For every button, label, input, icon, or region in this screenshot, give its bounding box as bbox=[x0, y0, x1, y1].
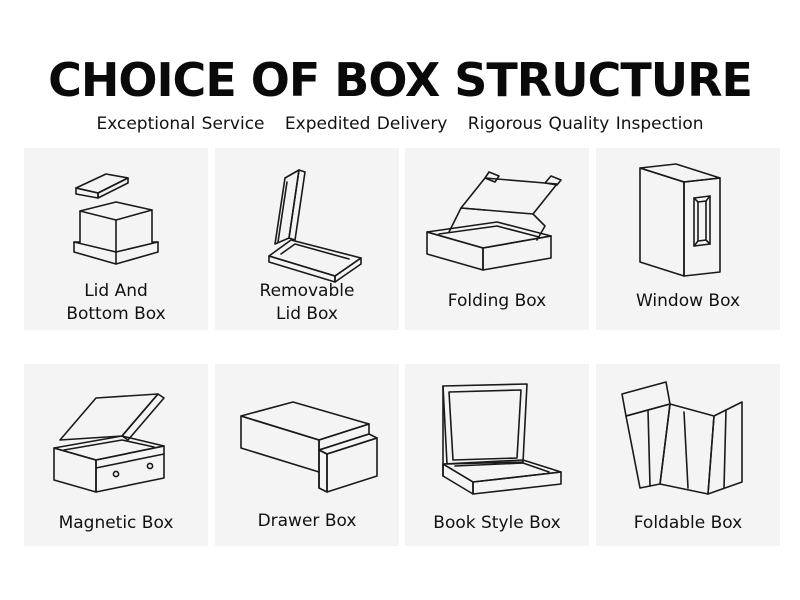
foldable-box-icon bbox=[621, 381, 743, 495]
magnetic-box-icon bbox=[53, 393, 165, 493]
drawer-box-icon bbox=[240, 401, 378, 493]
box-label-5: Magnetic Box bbox=[58, 513, 174, 533]
box-card-window: Window Box bbox=[596, 148, 780, 330]
box-card-drawer: Drawer Box bbox=[215, 364, 399, 546]
box-card-lid-and-bottom: Lid And Bottom Box bbox=[24, 148, 208, 330]
window-box-icon bbox=[639, 163, 721, 277]
page-title: CHOICE OF BOX STRUCTURE bbox=[48, 53, 753, 107]
box-label-2b: Lid Box bbox=[276, 304, 338, 324]
tagline-quality: Rigorous Quality Inspection bbox=[467, 114, 704, 134]
folding-box-icon bbox=[426, 171, 562, 271]
box-card-folding: Folding Box bbox=[405, 148, 589, 330]
box-card-book-style: Book Style Box bbox=[405, 364, 589, 546]
box-label-2a: Removable bbox=[259, 281, 355, 301]
taglines: Exceptional Service Expedited Delivery R… bbox=[0, 112, 800, 136]
box-label-8: Foldable Box bbox=[633, 513, 743, 533]
box-label-4: Window Box bbox=[635, 291, 741, 311]
lid-and-bottom-box-icon bbox=[73, 173, 159, 265]
box-card-removable-lid: Removable Lid Box bbox=[215, 148, 399, 330]
tagline-service: Exceptional Service bbox=[96, 114, 265, 134]
box-label-3: Folding Box bbox=[447, 291, 547, 311]
tagline-delivery: Expedited Delivery bbox=[284, 114, 448, 134]
box-label-1b: Bottom Box bbox=[66, 304, 166, 324]
box-label-6: Drawer Box bbox=[257, 511, 357, 531]
book-style-box-icon bbox=[442, 383, 562, 495]
box-label-7: Book Style Box bbox=[433, 513, 561, 533]
box-card-foldable: Foldable Box bbox=[596, 364, 780, 546]
box-card-magnetic: Magnetic Box bbox=[24, 364, 208, 546]
box-label-1a: Lid And bbox=[84, 281, 148, 301]
removable-lid-box-icon bbox=[268, 169, 362, 283]
